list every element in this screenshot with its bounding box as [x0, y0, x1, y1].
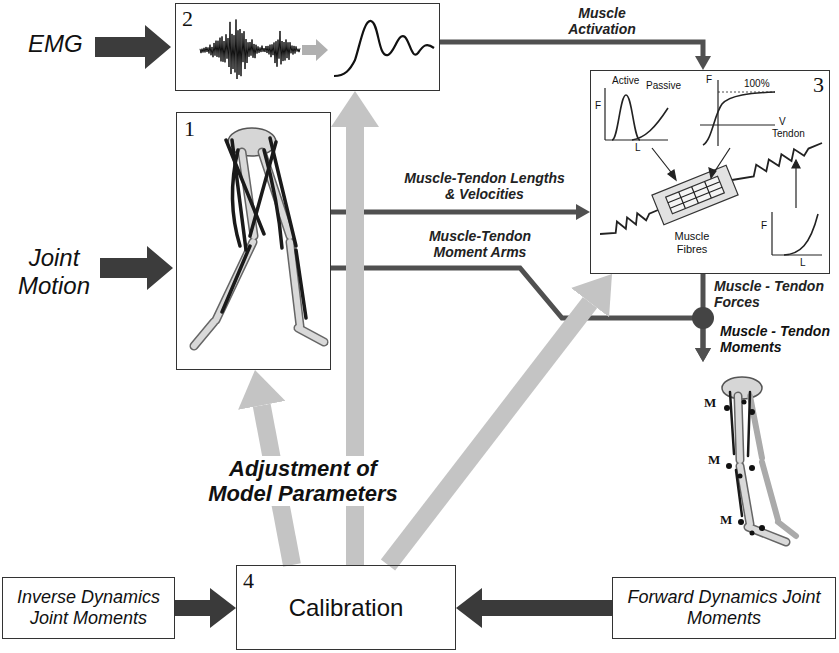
emg-envelope: [334, 21, 434, 76]
process-box: 3: [590, 70, 830, 274]
axis-label: F: [595, 100, 601, 112]
process-box: 1: [176, 112, 331, 370]
tendon-spring: [600, 210, 658, 234]
muscle-fibres: [652, 165, 738, 225]
callout-number: 4: [243, 568, 254, 593]
flow-label: Adjustment of Model Parameters: [200, 456, 406, 506]
process-arrow: [302, 39, 328, 61]
axis-label: V: [779, 116, 786, 128]
flow-arrow: [175, 600, 210, 616]
box-text: Inverse Dynamics Joint Moments: [10, 587, 167, 629]
emg-signal: [200, 19, 434, 79]
part-label: Tendon: [772, 128, 805, 140]
raw-emg-trace: [200, 19, 300, 79]
input-arrow: [95, 25, 171, 69]
axis-label: F: [761, 220, 767, 232]
box-text: Forward Dynamics Joint Moments: [620, 587, 828, 629]
callout-number: 3: [813, 72, 824, 97]
graph-label: Active: [612, 75, 639, 87]
callout-number: 2: [182, 6, 193, 31]
graph-label: 100%: [744, 78, 770, 90]
summing-junction: [692, 307, 714, 329]
edge-label: Muscle-Tendon Lengths & Velocities: [400, 170, 569, 202]
process-box: 2: [175, 3, 440, 91]
flow-arrow: [388, 303, 590, 565]
flow-arrow: [440, 42, 703, 56]
box-title: Calibration: [289, 594, 404, 622]
calibration-box: 4Calibration: [236, 565, 456, 650]
moment-label: M: [708, 452, 720, 467]
moment-skeleton: [722, 377, 796, 542]
flow-arrow: [331, 210, 576, 215]
axis-label: L: [800, 257, 806, 269]
edge-label: Muscle-Tendon Moment Arms: [412, 228, 548, 260]
flow-arrow: [331, 268, 703, 348]
moment-label: M: [720, 512, 732, 527]
graph-label: Passive: [646, 80, 681, 92]
muscle-model: [600, 80, 822, 255]
edge-label: Muscle - Tendon Forces: [712, 278, 838, 310]
leg-skeleton: [194, 128, 324, 346]
input-box: Forward Dynamics Joint Moments: [612, 577, 836, 639]
input-label: EMG: [28, 30, 83, 58]
moment-figure: M M M: [688, 362, 808, 562]
input-label: Joint Motion: [12, 244, 96, 300]
moment-label: M: [704, 395, 716, 410]
flow-label: Muscle - Tendon Moments: [720, 323, 838, 355]
flow-arrow: [482, 600, 612, 616]
edge-label: Muscle Activation: [558, 5, 646, 37]
axis-label: L: [635, 142, 641, 154]
axis-label: F: [706, 74, 712, 86]
callout-number: 1: [184, 116, 195, 141]
tendon-spring: [732, 143, 822, 180]
part-label: Muscle Fibres: [662, 230, 722, 256]
input-arrow: [100, 246, 173, 290]
input-box: Inverse Dynamics Joint Moments: [2, 577, 175, 639]
